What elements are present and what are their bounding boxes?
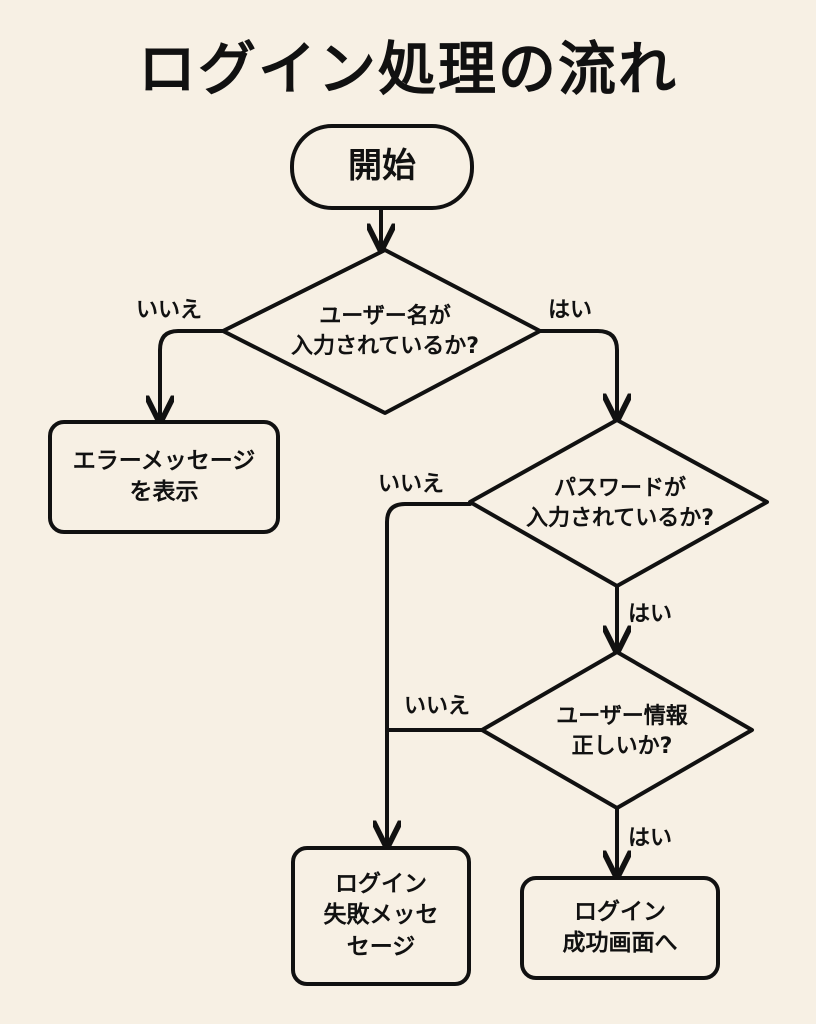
userinfo-decision-label: ユーザー情報 正しいか? — [522, 690, 722, 774]
password-decision-label: パスワードが 入力されているか? — [500, 462, 740, 546]
login-failure-label: ログイン 失敗メッセ セージ — [293, 848, 469, 984]
login-success-label: ログイン 成功画面へ — [522, 878, 718, 978]
error-message-label: エラーメッセージ を表示 — [50, 422, 278, 532]
login-success-line1: ログイン — [574, 898, 666, 925]
username-decision-line1: ユーザー名が — [319, 304, 451, 330]
error-message-line1: エラーメッセージ — [72, 447, 256, 474]
password-decision-line1: パスワードが — [553, 476, 686, 502]
login-failure-line3: セージ — [346, 933, 416, 960]
username-decision-shape — [221, 248, 542, 415]
userinfo-decision-line1: ユーザー情報 — [556, 704, 688, 730]
username-decision-label: ユーザー名が 入力されているか? — [253, 290, 517, 374]
connector-username-no — [160, 329, 225, 418]
connector-password-no — [387, 502, 472, 843]
edge-label-userinfo-no: いいえ — [404, 694, 471, 719]
login-failure-line2: 失敗メッセ — [323, 902, 439, 929]
password-decision-line2: 入力されているか? — [525, 506, 715, 531]
edge-label-password-no: いいえ — [378, 472, 445, 497]
error-message-line2: を表示 — [129, 479, 199, 505]
edge-label-username-yes: はい — [548, 298, 593, 323]
userinfo-decision-line2: 正しいか? — [571, 734, 673, 759]
connector-username-yes — [538, 329, 617, 416]
start-label: 開始 — [292, 126, 472, 208]
edge-label-username-no: いいえ — [136, 298, 203, 323]
username-decision-line2: 入力されているか? — [290, 334, 480, 359]
edge-label-password-yes: はい — [628, 602, 673, 627]
login-failure-line1: ログイン — [335, 871, 427, 898]
page-title: ログイン処理の流れ — [137, 35, 678, 103]
login-success-line2: 成功画面へ — [562, 930, 678, 956]
start-text: 開始 — [348, 146, 416, 187]
edge-label-userinfo-yes: はい — [628, 826, 673, 851]
